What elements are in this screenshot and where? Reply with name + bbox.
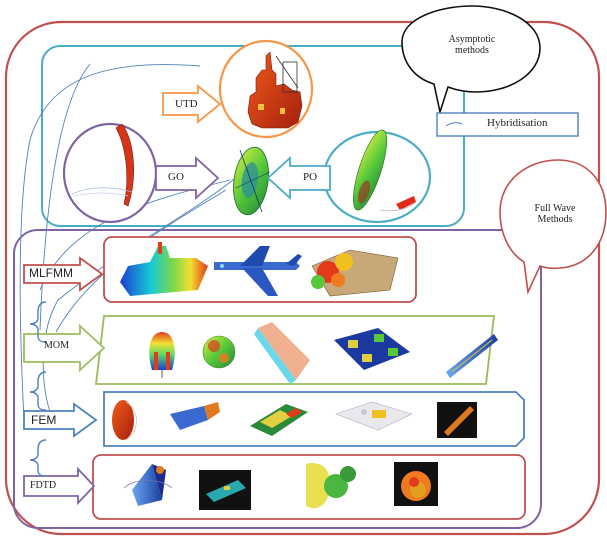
po-beam-image (353, 129, 416, 212)
central-pattern-image (233, 146, 271, 216)
fdtd-head-sar-image (394, 462, 438, 506)
fem-horn-image (112, 400, 137, 441)
utd-arrow (162, 84, 222, 124)
fdtd-head-pattern-image (306, 463, 356, 509)
mom-strip-image (446, 334, 498, 378)
mom-arrow (23, 323, 106, 373)
fullwave-frame (13, 229, 542, 529)
fem-waveguide-image (170, 402, 220, 430)
bubble-asymptotic (401, 5, 541, 116)
fdtd-horn-image (123, 464, 173, 506)
go-circle (62, 122, 158, 224)
mlfmm-ship-image (120, 242, 208, 296)
mom-array-image (334, 328, 410, 370)
asymptotic-bubble-line1: Asymptotic (448, 34, 496, 45)
mom-label: MOM (44, 340, 70, 351)
mom-pattern-image (202, 335, 236, 369)
go-arrow (155, 155, 220, 201)
hybridisation-curve-icon (445, 122, 463, 127)
fdtd-board-image (199, 470, 251, 510)
fem-antenna-image (437, 402, 477, 438)
fullwave-bubble-line1: Full Wave (534, 203, 576, 214)
po-arrow (266, 155, 331, 201)
mom-plate-image (254, 322, 310, 384)
mlfmm-arrow (23, 256, 104, 292)
go-reflector-image (71, 123, 134, 207)
fem-label: FEM (31, 413, 57, 427)
fullwave-bubble-line2: Methods (537, 214, 573, 225)
fdtd-arrow (23, 466, 96, 506)
fem-chip-image (335, 401, 413, 431)
row-braces (29, 301, 47, 477)
mlfmm-aircraft-image (214, 246, 302, 296)
hybridisation-label: Hybridisation (487, 117, 548, 129)
asymptotic-bubble-line2: methods (455, 45, 489, 56)
hybridisation-box (436, 112, 579, 137)
utd-label: UTD (175, 98, 198, 110)
utd-structure-image (247, 51, 303, 129)
go-label: GO (168, 171, 184, 183)
fdtd-label: FDTD (30, 480, 57, 491)
po-label: PO (303, 171, 318, 183)
bubble-fullwave (499, 159, 607, 295)
fem-circuit-image (250, 404, 308, 436)
mlfmm-antenna-pattern-image (311, 249, 399, 297)
mom-dipole-image (149, 332, 175, 378)
mlfmm-label: MLFMM (29, 266, 73, 280)
fullwave-bubble-label: Full Wave Methods (516, 203, 594, 225)
fem-arrow (23, 402, 98, 438)
outer-frame (4, 20, 601, 536)
asymptotic-bubble-label: Asymptotic methods (432, 34, 512, 56)
